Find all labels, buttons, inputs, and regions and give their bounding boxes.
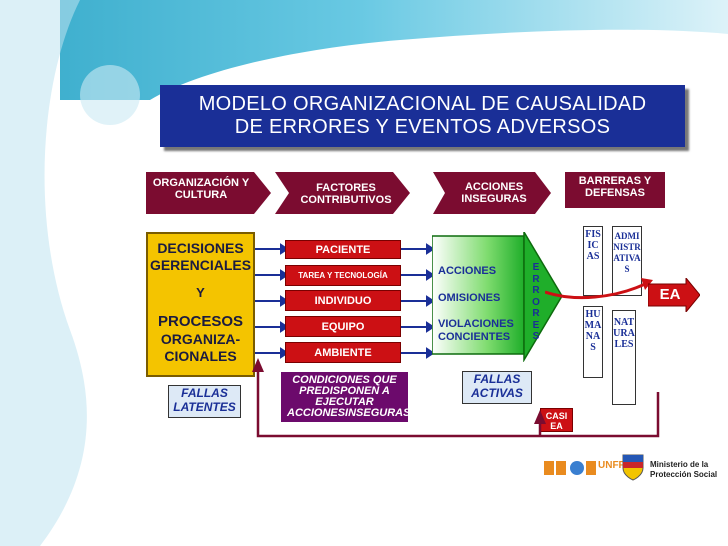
factor-paciente: PACIENTE (285, 240, 401, 259)
header-factores: FACTORES CONTRIBUTIVOS (300, 182, 392, 206)
unfpa-logo-text: UNFPA (598, 460, 632, 471)
header-acciones-shape (433, 172, 551, 214)
fallas-activas: FALLAS ACTIVAS (462, 371, 532, 404)
ministerio-logo-text: Ministerio de la Protección Social (650, 460, 718, 479)
acciones-box-shape (432, 232, 562, 362)
partner-logos-icon (544, 461, 596, 475)
ea-label: EA (659, 286, 681, 303)
header-barreras: BARRERAS Y DEFENSAS (565, 172, 665, 208)
diagram-title: MODELO ORGANIZACIONAL DE CAUSALIDAD DE E… (160, 85, 685, 147)
arrow-to-ea (545, 278, 653, 300)
decisiones-line-1: DECISIONES (157, 240, 244, 256)
title-line-1: MODELO ORGANIZACIONAL DE CAUSALIDAD (198, 93, 647, 115)
connector-arrows-left (255, 243, 287, 359)
accion-item-violaciones: VIOLACIONES CONCIENTES (438, 318, 514, 343)
decisiones-line-5: ORGANIZA- (160, 331, 241, 347)
decisiones-line-4: PROCESOS (157, 313, 244, 330)
condiciones-box: CONDICIONES QUE PREDISPONEN A EJECUTAR A… (281, 372, 410, 422)
factor-equipo: EQUIPO (285, 316, 401, 337)
barrera-naturales: NATURALES (612, 310, 636, 405)
decisiones-line-6: CIONALES (164, 348, 237, 364)
barrera-fisicas: FISICAS (583, 226, 603, 296)
factor-individuo: INDIVIDUO (285, 290, 401, 311)
decisiones-line-2: GERENCIALES (149, 257, 252, 273)
connector-arrows-middle (401, 243, 433, 359)
header-factores-shape (275, 172, 410, 214)
fallas-latentes: FALLAS LATENTES (168, 385, 241, 418)
factor-tarea-tecnologia: TAREA Y TECNOLOGÍA (285, 265, 401, 286)
title-line-2: DE ERRORES Y EVENTOS ADVERSOS (234, 116, 611, 138)
factor-ambiente: AMBIENTE (285, 342, 401, 363)
coat-of-arms-icon (622, 454, 644, 481)
accion-item-omisiones: OMISIONES (438, 292, 501, 304)
header-organizacion-shape (146, 172, 271, 214)
feedback-loop (252, 358, 660, 438)
barrera-humanas: HUMANAS (583, 306, 603, 378)
decisiones-box: DECISIONES GERENCIALES Y PROCESOS ORGANI… (146, 232, 255, 377)
accion-item-acciones: ACCIONES (438, 265, 497, 277)
ea-arrow-shape (648, 278, 700, 312)
header-acciones: ACCIONES INSEGURAS (461, 181, 527, 205)
barrera-administrativas: ADMINISTRATIVAS (612, 226, 642, 296)
errores-vertical-label: ERRORES (532, 262, 540, 342)
header-organizacion: ORGANIZACIÓN Y CULTURA (152, 177, 250, 201)
decisiones-line-3: Y (196, 285, 205, 300)
logo-strip (544, 457, 634, 479)
